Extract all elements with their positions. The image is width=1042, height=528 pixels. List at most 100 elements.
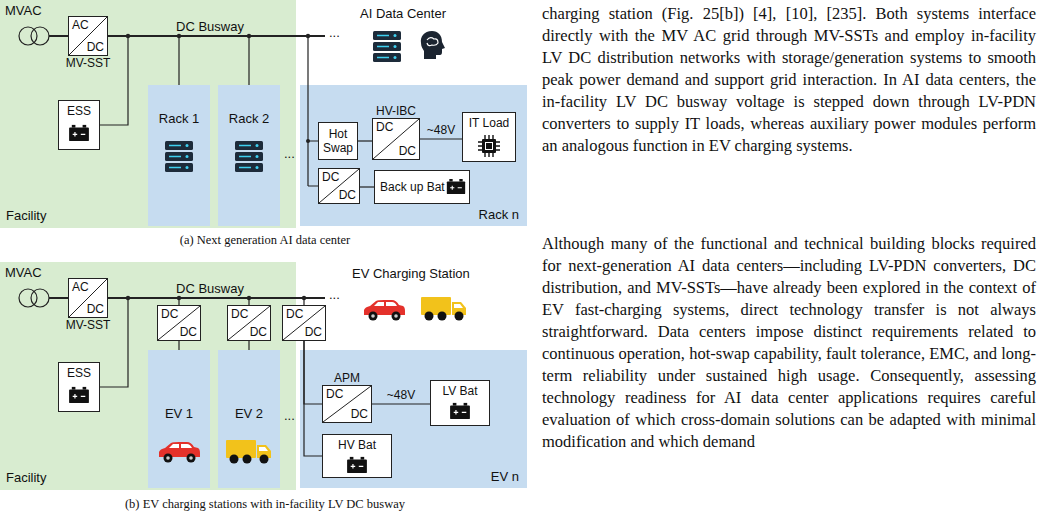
box-fill [374,170,470,204]
section-heading: AI Data Center [360,6,446,21]
source-label: MVAC [5,3,42,18]
connector [360,186,374,187]
diagonal-line [283,306,325,340]
label-holder: ... [329,25,340,40]
text-holder: DC [231,307,248,321]
text-label: DC [180,325,197,339]
text-flow: IT Load [463,113,515,161]
box-fill [68,16,108,56]
label-holder: MVAC [5,265,42,280]
box-fill [318,168,360,204]
ev-box: EV 2 [218,350,280,488]
label-holder: DC Busway [176,281,244,296]
text-label: DC [87,40,104,54]
diagonal-line [69,17,107,55]
text-label: MV-SST [66,56,111,70]
connector [304,341,322,456]
text-holder: AC [72,280,89,294]
text-label: DC [286,307,303,321]
rack-region: Rack nHot SwapHV-IBCDCDCIT LoadDCDCBack … [300,85,527,226]
converter-box: ACDCMV-SST [68,16,108,56]
text-label: APM [334,371,360,385]
text-flow: Rack 2 [218,85,280,226]
body-paragraph: charging station (Fig. 25[b]) [4], [10],… [542,3,1036,157]
edge-label-holder: ~48V [386,388,416,402]
text-holder: DC [376,120,393,134]
text-flow: EV 2 [218,350,280,488]
box-fill [322,385,372,423]
text-holder: DC [180,325,197,339]
text-holder: MV-SST [66,56,111,70]
text-holder: Rack n [479,207,519,222]
text-label: EV 2 [235,406,263,421]
label-holder: EV Charging Station [352,266,470,281]
ev-region: EV nAPMDCDCLV BatHV Bat [300,350,527,488]
diagonal-line [158,306,200,340]
text-label: ~48V [386,388,416,402]
text-holder: DC [351,407,368,421]
label-holder: (b) EV charging stations with in-facilit… [0,497,530,512]
box-fill [462,112,516,162]
bus-label: DC Busway [176,19,244,34]
text-flow: Rack 1 [148,85,210,226]
converter-box: APMDCDC [322,385,372,423]
rack-box: Rack 1 [148,85,210,226]
connector [372,403,430,404]
converter-box: DCDC [227,305,271,341]
text-holder: DC [87,40,104,54]
box-fill [300,350,527,488]
text-label: AC [72,280,89,294]
text-label: Back up Bat [380,180,445,194]
text-flow: ESS [59,101,99,149]
text-label: DC [250,325,267,339]
label-holder: ... [284,146,295,161]
label-holder: AI Data Center [360,6,446,21]
text-flow: Hot Swap [319,123,357,159]
converter-box: ACDCMV-SST [68,278,108,318]
text-label: HV Bat [338,438,376,452]
box-fill [322,434,392,478]
connector [178,341,179,350]
converter-box: DCDC [282,305,326,341]
text-label: DC [161,307,178,321]
text-holder: DC [399,144,416,158]
box-fill [0,0,296,228]
label-holder: Although many of the functional and tech… [542,233,1036,453]
text-holder: DC [250,325,267,339]
converter-box: DCDC [157,305,201,341]
diagonal-line [319,169,359,203]
box-fill [218,350,280,488]
diagonal-line [373,119,419,159]
box-fill [227,305,271,341]
label-holder: (a) Next generation AI data center [0,233,530,248]
text-label: Rack n [479,207,519,222]
text-label: ESS [67,104,91,118]
text-label: DC [305,325,322,339]
text-label: Rack 1 [159,111,199,126]
text-holder: HV-IBC [376,104,416,118]
section-heading: EV Charging Station [352,266,470,281]
continuation-dots: ... [329,25,340,40]
facility-region: FacilityACDCMV-SSTESSDCDCDCDCDCDCEV 1EV … [0,262,527,490]
text-holder: DC [286,307,303,321]
hot-swap-box: Hot Swap [318,122,358,160]
text-label: DC [231,307,248,321]
box-fill [300,85,527,226]
text-label: DC [399,144,416,158]
box-fill [372,118,420,160]
text-label: Facility [6,208,46,223]
label-holder: ... [329,287,340,302]
text-label: DC [339,188,356,202]
facility-region: Facility AC DC MV-SST ESS Rack 1 Rack 2 Rack n H… [0,0,527,228]
connector [304,341,322,404]
converter-box: HV-IBCDCDC [372,118,420,160]
box-fill [68,278,108,318]
source-label: MVAC [5,265,42,280]
box-fill [0,262,296,490]
text-label: ~48V [426,123,456,137]
text-holder: AC [72,18,89,32]
text-label: DC [351,407,368,421]
text-label: HV-IBC [376,104,416,118]
body-paragraph: Although many of the functional and tech… [542,233,1036,453]
text-flow: LV Bat [431,381,489,425]
